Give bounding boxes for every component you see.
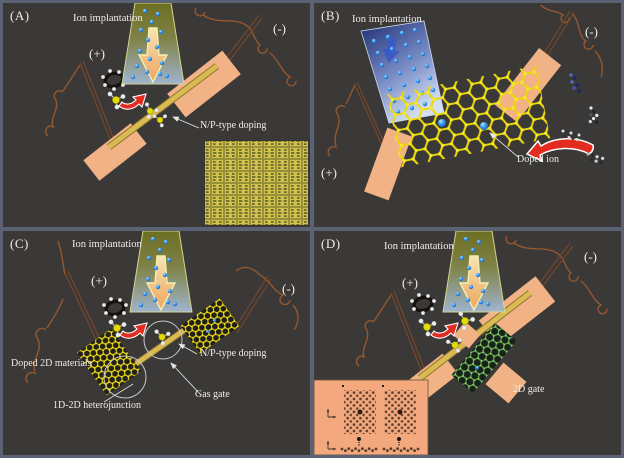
green-2d-ribbon (451, 322, 517, 394)
wire (25, 240, 299, 384)
molecule-ring (100, 295, 130, 321)
minus-electrode-label: (-) (273, 21, 286, 36)
doped-ion (438, 119, 446, 127)
pointer-line (103, 343, 201, 403)
panel-b: (B) Ion implantation (-) (+) Doped ion (314, 3, 621, 227)
electrode (83, 50, 241, 181)
cnt-patch-doped (180, 298, 240, 354)
device-array-inset (204, 140, 309, 226)
pointer-line (172, 116, 200, 129)
wire (327, 4, 604, 157)
plus-electrode-label: (+) (89, 46, 105, 61)
ion-implantation-label: Ion implantation (73, 13, 143, 24)
panel-d-label: (D) (321, 236, 341, 251)
highlight-circle (103, 320, 183, 399)
graphene-lattice (386, 65, 551, 168)
plus-electrode-label: (+) (402, 275, 418, 290)
panel-d: (D) Ion implantation (-) (+) 2D gate (314, 231, 621, 455)
np-doping-label: N/P-type doping (200, 348, 267, 359)
molecule (151, 111, 170, 129)
doped-2d-materials-label: Doped 2D materials (11, 358, 92, 369)
ion-implantation-label: Ion implantation (72, 239, 142, 250)
probe (64, 270, 272, 349)
molecule-cluster (561, 73, 605, 165)
ion-implantation-label: Ion implantation (352, 14, 422, 25)
panel-a-label: (A) (10, 8, 30, 23)
panel-b-label: (B) (321, 8, 340, 23)
atomic-structure-inset (314, 379, 429, 455)
molecule-ring (408, 291, 438, 317)
heterojunction-label: 1D-2D heterojunction (53, 400, 142, 411)
minus-electrode-label: (-) (282, 281, 295, 296)
gas-gate-label: Gas gate (195, 389, 230, 400)
2d-gate-label: 2D gate (513, 384, 545, 395)
panel-a: (A) Ion implantation (-) (+) N/P-type do… (3, 3, 310, 227)
doped-ion-label: Doped ion (517, 154, 559, 165)
panel-c-label: (C) (10, 236, 29, 251)
nanowire-bar (106, 63, 220, 150)
np-doping-label: N/P-type doping (200, 120, 267, 131)
panel-c: (C) Ion implantation (+) (-) Doped 2D ma… (3, 231, 310, 455)
wire (355, 235, 608, 367)
minus-electrode-label: (-) (584, 249, 597, 264)
ion-implantation-label: Ion implantation (384, 241, 454, 252)
plus-electrode-label: (+) (91, 273, 107, 288)
wire (44, 7, 297, 137)
gate-contact (453, 321, 527, 404)
plus-electrode-label: (+) (321, 165, 337, 180)
minus-electrode-label: (-) (585, 24, 598, 39)
cnt-patch (76, 328, 142, 396)
doped-ion (480, 122, 488, 130)
pointer-line (489, 132, 519, 158)
